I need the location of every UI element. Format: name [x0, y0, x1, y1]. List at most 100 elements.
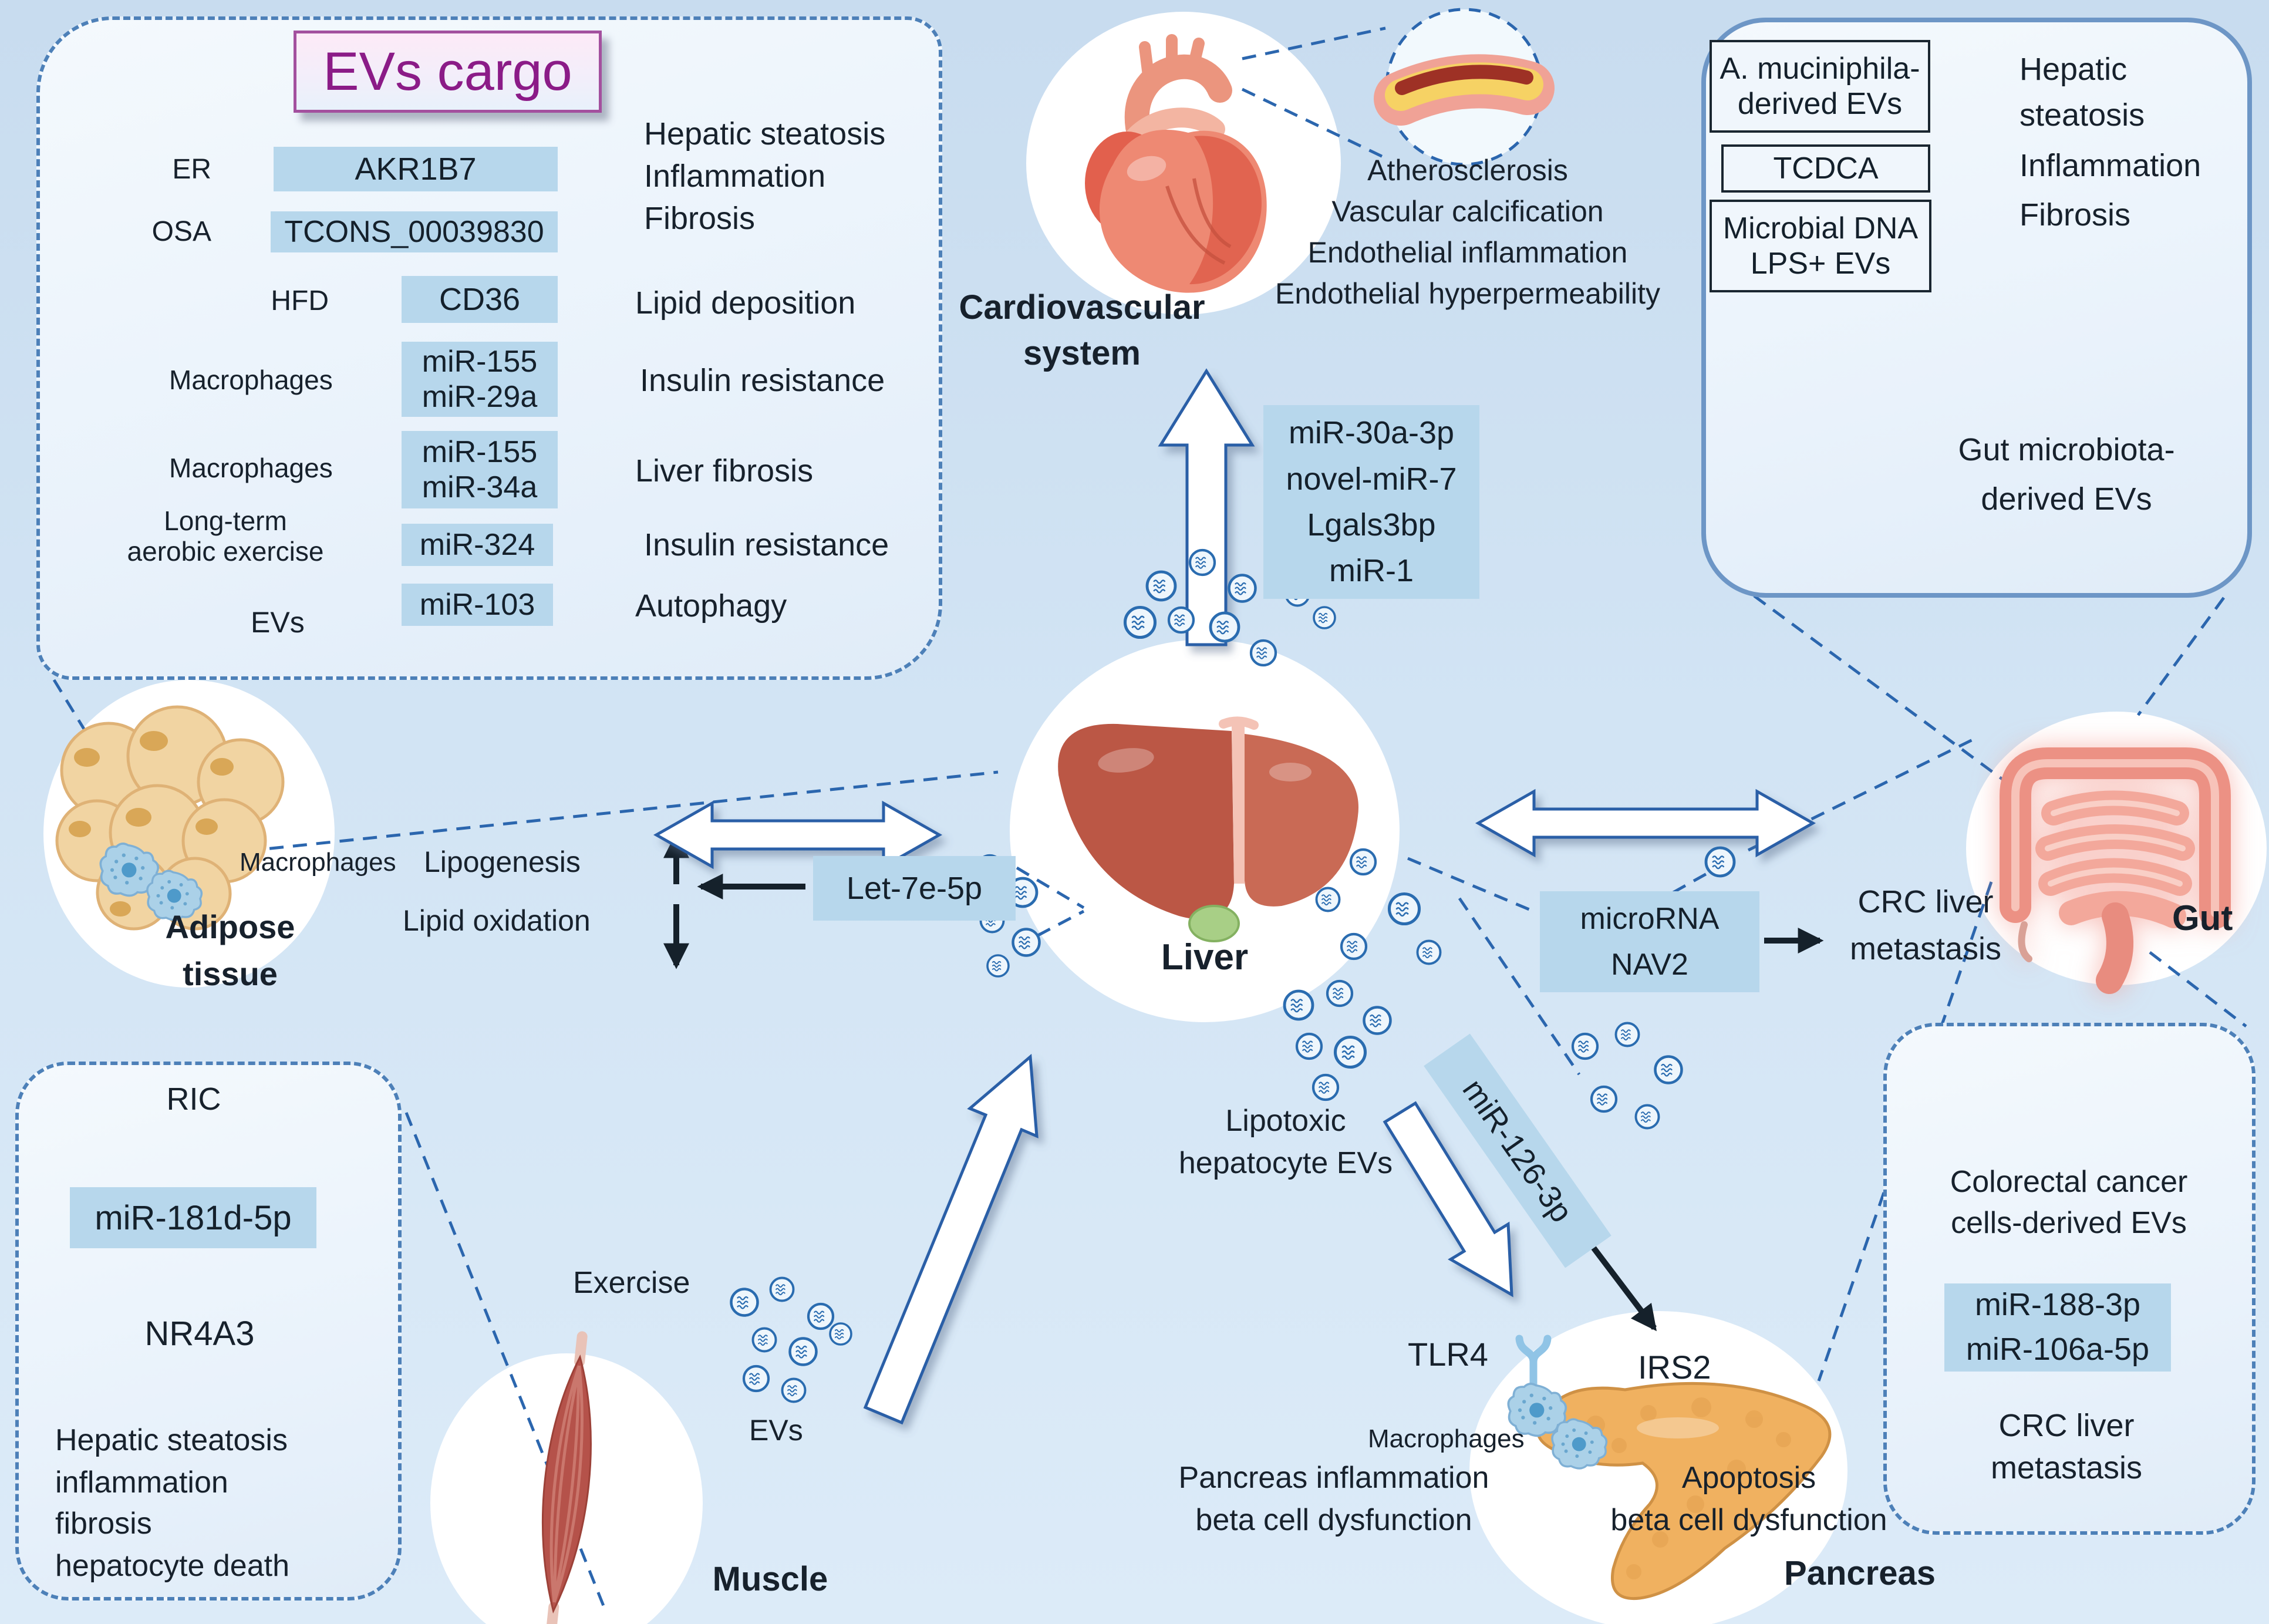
box-tcdca-text: TCDCA: [1773, 151, 1879, 186]
ric-panel: [15, 1062, 402, 1601]
gene-mir155b-text: miR-155: [422, 435, 538, 469]
gene-box-mir103: miR-103: [402, 584, 553, 626]
mediator-box-cardio: miR-30a-3p novel-miR-7 Lgals3bp miR-1: [1263, 405, 1479, 599]
mediator-box-nav2: microRNA NAV2: [1540, 891, 1759, 992]
box-microbial-line1: Microbial DNA: [1722, 211, 1919, 245]
cv-effect-vascular-calcification: Vascular calcification: [1331, 195, 1604, 228]
gut-label: Gut: [2172, 898, 2233, 938]
cardiovascular-label-2: system: [1023, 334, 1141, 372]
cv-effect-endothelial-hyperpermeability: Endothelial hyperpermeability: [1275, 277, 1660, 310]
crc-panel: [1883, 1023, 2255, 1535]
liver-label: Liver: [1161, 937, 1249, 978]
effect-liver-fibrosis: Liver fibrosis: [635, 453, 814, 488]
arrow-liver-to-heart: [1158, 368, 1255, 646]
pancreas-macrophages-label: Macrophages: [1368, 1424, 1525, 1453]
cargo-panel-title-text: EVs cargo: [323, 41, 572, 102]
adipose-macrophages-label: Macrophages: [240, 848, 396, 877]
crc-effect-2: metastasis: [1990, 1450, 2143, 1485]
nr4a3-label: NR4A3: [144, 1315, 255, 1353]
pancreas-effect-left-2: beta cell dysfunction: [1195, 1503, 1472, 1537]
cargo-panel-title: EVs cargo: [294, 31, 602, 113]
mediator-novel-mir7: novel-miR-7: [1286, 461, 1457, 497]
label-longterm: Long-term: [164, 506, 287, 536]
arrow-liver-adipose-double: [653, 800, 943, 870]
mediator-mir30a: miR-30a-3p: [1288, 415, 1455, 451]
gene-mir324-text: miR-324: [419, 528, 535, 562]
ric-effect-1: Hepatic steatosis: [55, 1423, 288, 1457]
crc-source-1: Colorectal cancer: [1950, 1165, 2188, 1199]
mediator-box-mir188-106a: miR-188-3p miR-106a-5p: [1944, 1283, 2171, 1372]
gene-box-akr1b7: AKR1B7: [274, 147, 558, 191]
gene-mir34a-text: miR-34a: [422, 470, 538, 504]
box-tcdca: TCDCA: [1721, 144, 1930, 193]
effect-hepatic-steatosis: Hepatic steatosis: [644, 116, 886, 151]
heart-illustration: [1085, 34, 1267, 293]
arrow-liver-to-pancreas: [1383, 1101, 1513, 1298]
muscle-evs-label: EVs: [749, 1414, 803, 1447]
box-microbial-dna: Microbial DNA LPS+ EVs: [1710, 200, 1931, 292]
pancreas-illustration: [1536, 1382, 1832, 1601]
box-muciniphila-line2: derived EVs: [1737, 87, 1903, 121]
gene-cd36-text: CD36: [439, 282, 521, 317]
lipotoxic-label-2: hepatocyte EVs: [1178, 1146, 1393, 1180]
evs-muscle-cluster: [731, 1276, 852, 1403]
label-evs-cargo: EVs: [251, 606, 305, 639]
effect-lipid-deposition: Lipid deposition: [635, 285, 856, 321]
mediator-microrna-text: microRNA: [1580, 902, 1720, 936]
adipose-label-1: Adipose: [165, 908, 295, 945]
label-er: ER: [172, 154, 211, 185]
gene-mir103-text: miR-103: [419, 588, 535, 622]
arrow-liver-gut-double: [1475, 789, 1816, 858]
ric-effect-2: inflammation: [55, 1465, 228, 1500]
gene-mir29a-text: miR-29a: [422, 380, 538, 414]
muscle-label: Muscle: [712, 1560, 828, 1598]
label-hfd: HFD: [271, 285, 329, 316]
pancreas-effect-right-2: beta cell dysfunction: [1610, 1503, 1887, 1537]
mediator-nav2-text: NAV2: [1611, 948, 1688, 982]
gp-effect-inflammation: Inflammation: [2019, 148, 2201, 183]
gene-box-tcons: TCONS_00039830: [271, 211, 558, 252]
irs2-label: IRS2: [1638, 1349, 1711, 1386]
ric-effect-3: fibrosis: [55, 1507, 152, 1541]
box-microbial-line2: LPS+ EVs: [1750, 247, 1891, 281]
gut-effect-crc-liver: CRC liver: [1857, 884, 1994, 919]
lipid-oxidation-label: Lipid oxidation: [403, 904, 591, 937]
label-macrophages-1: Macrophages: [169, 365, 333, 395]
mediator-mir181d-text: miR-181d-5p: [95, 1198, 292, 1237]
ric-effect-4: hepatocyte death: [55, 1549, 289, 1583]
effect-insulin-resistance-2: Insulin resistance: [644, 527, 889, 562]
pancreas-effect-right-1: Apoptosis: [1681, 1461, 1816, 1495]
adipose-label-2: tissue: [183, 955, 278, 992]
mediator-mir1: miR-1: [1329, 553, 1414, 589]
white-block-arrows: [653, 368, 1816, 1425]
gut-effect-metastasis: metastasis: [1849, 931, 2002, 966]
gene-box-cd36: CD36: [402, 276, 558, 323]
muscle-illustration: [541, 1331, 592, 1624]
cv-effect-endothelial-inflammation: Endothelial inflammation: [1307, 236, 1628, 269]
gene-box-mir324: miR-324: [402, 524, 553, 566]
gut-microbiota-label-2: derived EVs: [1981, 481, 2152, 517]
effect-insulin-resistance-1: Insulin resistance: [640, 363, 885, 398]
mediator-mir106a-text: miR-106a-5p: [1965, 1332, 2150, 1367]
mediator-mir188-text: miR-188-3p: [1974, 1287, 2141, 1323]
atherosclerosis-vessel-icon: [1374, 8, 1555, 166]
gp-effect-steatosis: steatosis: [2019, 97, 2145, 133]
effect-fibrosis: Fibrosis: [644, 201, 756, 236]
gene-box-mir155-34a: miR-155 miR-34a: [402, 431, 558, 508]
gp-effect-fibrosis: Fibrosis: [2019, 197, 2131, 233]
ric-label: RIC: [166, 1081, 221, 1117]
mediator-box-let7e: Let-7e-5p: [813, 856, 1016, 921]
tlr4-label: TLR4: [1408, 1336, 1488, 1373]
lipogenesis-label: Lipogenesis: [424, 845, 581, 878]
label-osa: OSA: [151, 216, 211, 247]
exercise-label: Exercise: [573, 1266, 690, 1300]
gut-illustration: [2000, 747, 2231, 994]
cv-effect-atherosclerosis: Atherosclerosis: [1367, 154, 1568, 187]
mediator-box-mir181d: miR-181d-5p: [70, 1187, 316, 1248]
liver-illustration: [1058, 716, 1359, 942]
mediator-lgals3bp: Lgals3bp: [1307, 507, 1436, 543]
label-aerobic-exercise: aerobic exercise: [127, 536, 324, 567]
cardiovascular-label-1: Cardiovascular: [959, 288, 1205, 326]
gene-mir155-text: miR-155: [422, 345, 538, 379]
